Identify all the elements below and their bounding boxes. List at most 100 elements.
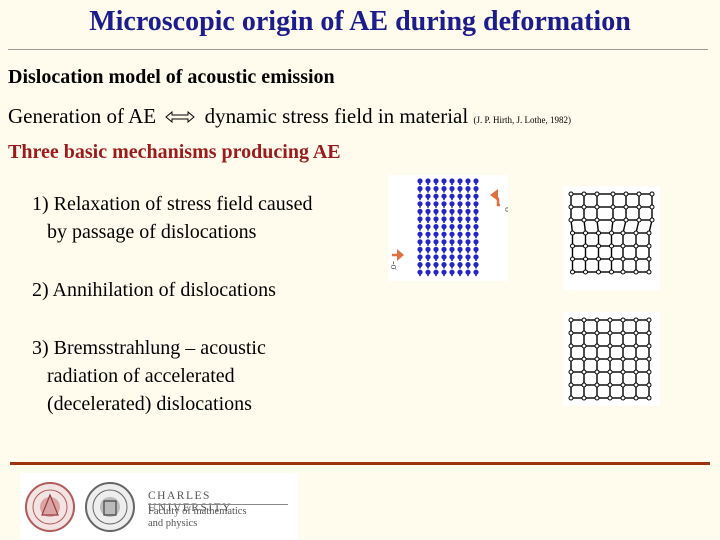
lattice-atom [581, 382, 587, 388]
lattice-atom [620, 256, 626, 262]
lattice-atom [620, 369, 626, 375]
lattice-atom [570, 256, 575, 262]
lattice-atom [646, 343, 652, 349]
lattice-atom [583, 256, 588, 262]
lattice-stress-figure: σ -σ [388, 175, 513, 286]
lattice-atom [646, 256, 652, 262]
lattice-atom [594, 217, 600, 223]
atom [441, 208, 447, 214]
atom [457, 246, 463, 252]
university-name: CHARLES UNIVERSITY [148, 490, 232, 514]
lattice-atom [594, 343, 600, 349]
lattice-atom [583, 269, 588, 275]
footer-divider [10, 462, 710, 465]
lattice-atom [568, 369, 574, 375]
slide-title: Microscopic origin of AE during deformat… [89, 6, 631, 37]
lattice-atom [633, 230, 639, 236]
atom [473, 208, 479, 214]
logo-divider [148, 504, 288, 505]
mechanism-2: 2) Annihilation of dislocations [32, 276, 276, 304]
generation-left-text: Generation of AE [8, 104, 157, 128]
lattice-atom [646, 269, 652, 275]
lattice-atom [633, 395, 639, 401]
atom [465, 186, 471, 192]
lattice-atom [646, 317, 652, 323]
mechanism-3-line1: 3) Bremsstrahlung – acoustic [32, 337, 266, 359]
lattice-atom [607, 382, 613, 388]
lattice-atom [568, 343, 574, 349]
lattice-atom [594, 369, 600, 375]
lattice-atom [596, 243, 601, 249]
atom [465, 208, 471, 214]
lattice-atom [610, 204, 616, 210]
lattice-atom [583, 243, 588, 249]
atom [417, 208, 423, 214]
lattice-atom [646, 243, 652, 249]
lattice-atom [568, 217, 574, 223]
lattice-atom [583, 230, 588, 236]
mechanism-1: 1) Relaxation of stress field caused by … [32, 190, 312, 246]
lattice-atom [620, 230, 626, 236]
lattice-atom [609, 256, 614, 262]
lattice-atom [581, 204, 587, 210]
lattice-atom [633, 243, 639, 249]
lattice-atom [596, 269, 601, 275]
atom [433, 201, 439, 207]
double-arrow-icon [165, 104, 196, 129]
lattice-atom [596, 230, 601, 236]
atom [449, 186, 455, 192]
lattice-atom [570, 269, 575, 275]
lattice-atom [649, 204, 655, 210]
title-divider [8, 49, 708, 50]
university-seal-icon [25, 482, 75, 532]
lattice-atom [594, 356, 600, 362]
lattice-atom [636, 191, 642, 197]
lattice-atom [633, 317, 639, 323]
perfect-lattice-figure [563, 312, 660, 411]
lattice-atom [646, 356, 652, 362]
distorted-lattice [568, 191, 655, 275]
faculty-line1: Faculty of mathematics [148, 506, 247, 517]
atom [457, 186, 463, 192]
stress-arrowhead-top [490, 189, 498, 201]
atom [433, 208, 439, 214]
atom [473, 201, 479, 207]
atom [457, 201, 463, 207]
faculty-name: Faculty of mathematics and physics [148, 506, 247, 530]
lattice-atom [623, 217, 629, 223]
lattice-atom [633, 330, 639, 336]
lattice-atom [581, 330, 587, 336]
citation: (J. P. Hirth, J. Lothe, 1982) [473, 115, 571, 125]
lattice-atom [607, 317, 613, 323]
subheading: Dislocation model of acoustic emission [8, 66, 335, 88]
university-logo: CHARLES UNIVERSITY Faculty of mathematic… [20, 473, 298, 540]
atom [425, 208, 431, 214]
lattice-atom [581, 217, 587, 223]
atom [417, 246, 423, 252]
lattice-atom [568, 382, 574, 388]
lattice-atom [620, 382, 626, 388]
lattice-atom [649, 191, 655, 197]
lattice-atom [620, 395, 626, 401]
lattice-atom [620, 343, 626, 349]
lattice-atom [636, 204, 642, 210]
lattice-atom [594, 204, 600, 210]
lattice-atom [581, 356, 587, 362]
stress-arrowhead-bottom [397, 249, 404, 261]
mechanism-3: 3) Bremsstrahlung – acoustic radiation o… [32, 334, 266, 418]
lattice-atom [607, 343, 613, 349]
atom [425, 186, 431, 192]
lattice-atom [568, 317, 574, 323]
lattice-atom [610, 217, 616, 223]
atom [465, 201, 471, 207]
lattice-atom [581, 369, 587, 375]
atom [449, 246, 455, 252]
lattice-atom [620, 243, 626, 249]
lattice-atom [646, 382, 652, 388]
lattice-atom [568, 204, 574, 210]
mechanism-1-line1: 1) Relaxation of stress field caused [32, 193, 313, 215]
lattice-atom [568, 356, 574, 362]
lattice-atom [594, 191, 600, 197]
atom [441, 201, 447, 207]
lattice-atom [636, 217, 642, 223]
